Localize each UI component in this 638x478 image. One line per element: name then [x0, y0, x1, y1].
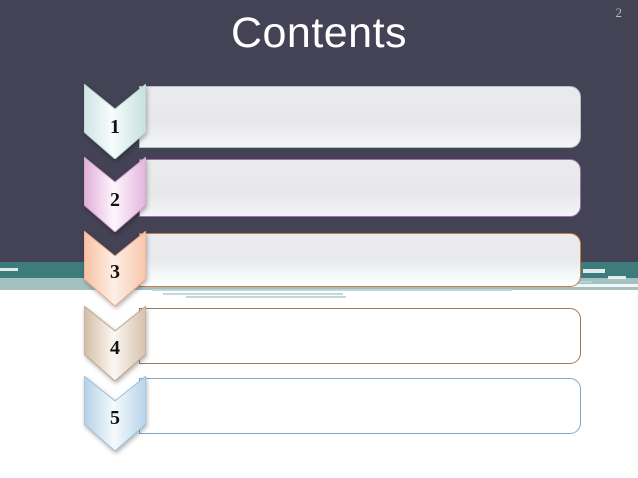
- step-chevron[interactable]: 3: [84, 231, 146, 306]
- step-number: 1: [110, 116, 120, 138]
- content-bar-text: [140, 234, 580, 266]
- content-bar[interactable]: [139, 159, 581, 217]
- band-streak-6: [163, 293, 343, 295]
- page-title: Contents: [230, 9, 408, 57]
- content-bar[interactable]: [139, 308, 581, 364]
- band-streak-3: [608, 276, 626, 279]
- step-chevron[interactable]: 4: [84, 306, 146, 381]
- band-streak-1: [0, 268, 18, 271]
- step-number: 2: [110, 189, 120, 211]
- band-streak-8: [186, 296, 346, 298]
- band-streak-4: [560, 284, 638, 287]
- step-chevron[interactable]: 1: [84, 84, 146, 159]
- band-streak-2: [583, 269, 605, 273]
- content-bar-text: [140, 309, 580, 345]
- step-number: 5: [110, 407, 120, 429]
- content-bar[interactable]: [139, 86, 581, 148]
- content-bar-text: [140, 160, 580, 196]
- step-chevron[interactable]: 5: [84, 376, 146, 451]
- content-bar-text: [140, 379, 580, 415]
- content-bar-text: [140, 87, 580, 127]
- content-bar[interactable]: [139, 378, 581, 434]
- step-chevron[interactable]: 2: [84, 157, 146, 232]
- step-number: 3: [110, 261, 120, 283]
- page-number: 2: [615, 5, 623, 20]
- step-number: 4: [110, 337, 120, 359]
- band-streak-5: [152, 289, 512, 291]
- content-bar[interactable]: [139, 233, 581, 287]
